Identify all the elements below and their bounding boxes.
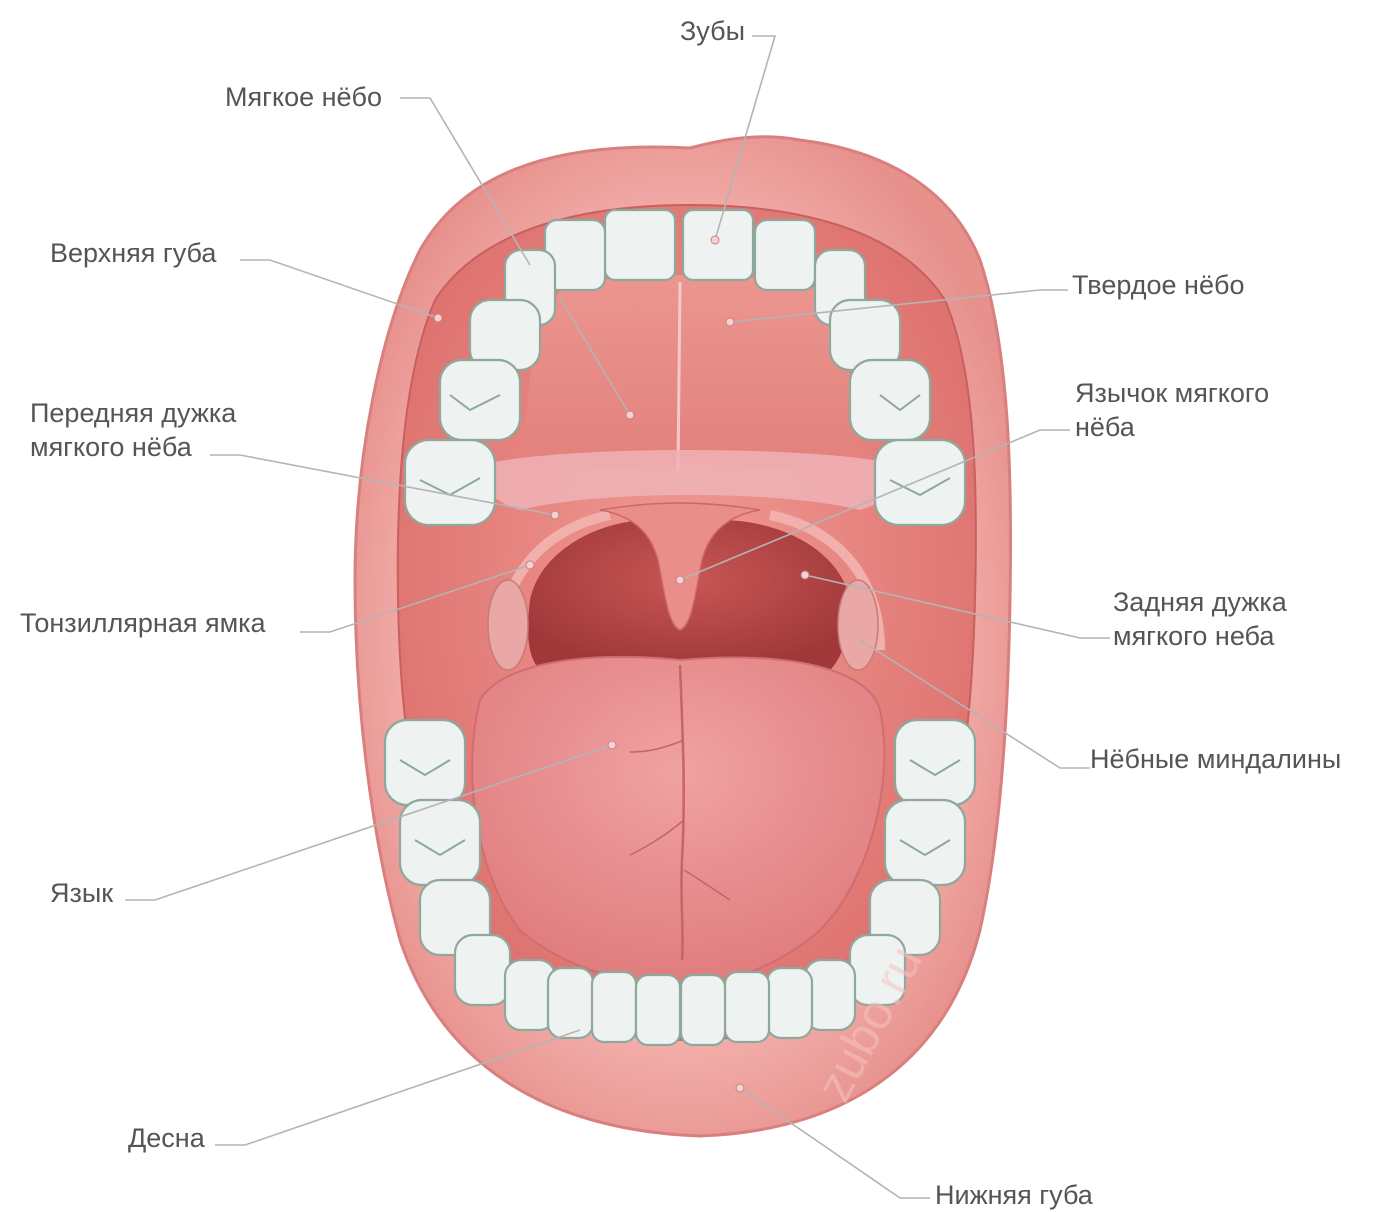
label-upper-lip: Верхняя губа xyxy=(50,236,216,270)
tonsil-right xyxy=(838,580,878,670)
label-teeth: Зубы xyxy=(680,14,745,48)
label-uvula-line1: Язычок мягкого xyxy=(1075,376,1269,410)
label-anterior-arch-line2: мягкого нёба xyxy=(30,430,192,464)
label-posterior-arch-line2: мягкого неба xyxy=(1113,619,1274,653)
label-hard-palate: Твердое нёбо xyxy=(1072,268,1244,302)
label-tonsillar-fossa: Тонзиллярная ямка xyxy=(20,606,266,640)
label-gum: Десна xyxy=(128,1121,205,1155)
label-lower-lip: Нижняя губа xyxy=(935,1178,1093,1212)
tonsil-left xyxy=(488,580,528,670)
label-anterior-arch-line1: Передняя дужка xyxy=(30,396,236,430)
label-palatine-tonsils: Нёбные миндалины xyxy=(1090,742,1341,776)
palatine-raphe xyxy=(678,282,680,470)
hard-palate xyxy=(526,275,854,480)
label-posterior-arch-line1: Задняя дужка xyxy=(1113,585,1287,619)
label-tongue: Язык xyxy=(50,876,113,910)
label-uvula-line2: нёба xyxy=(1075,410,1135,444)
label-soft-palate: Мягкое нёбо xyxy=(225,80,382,114)
